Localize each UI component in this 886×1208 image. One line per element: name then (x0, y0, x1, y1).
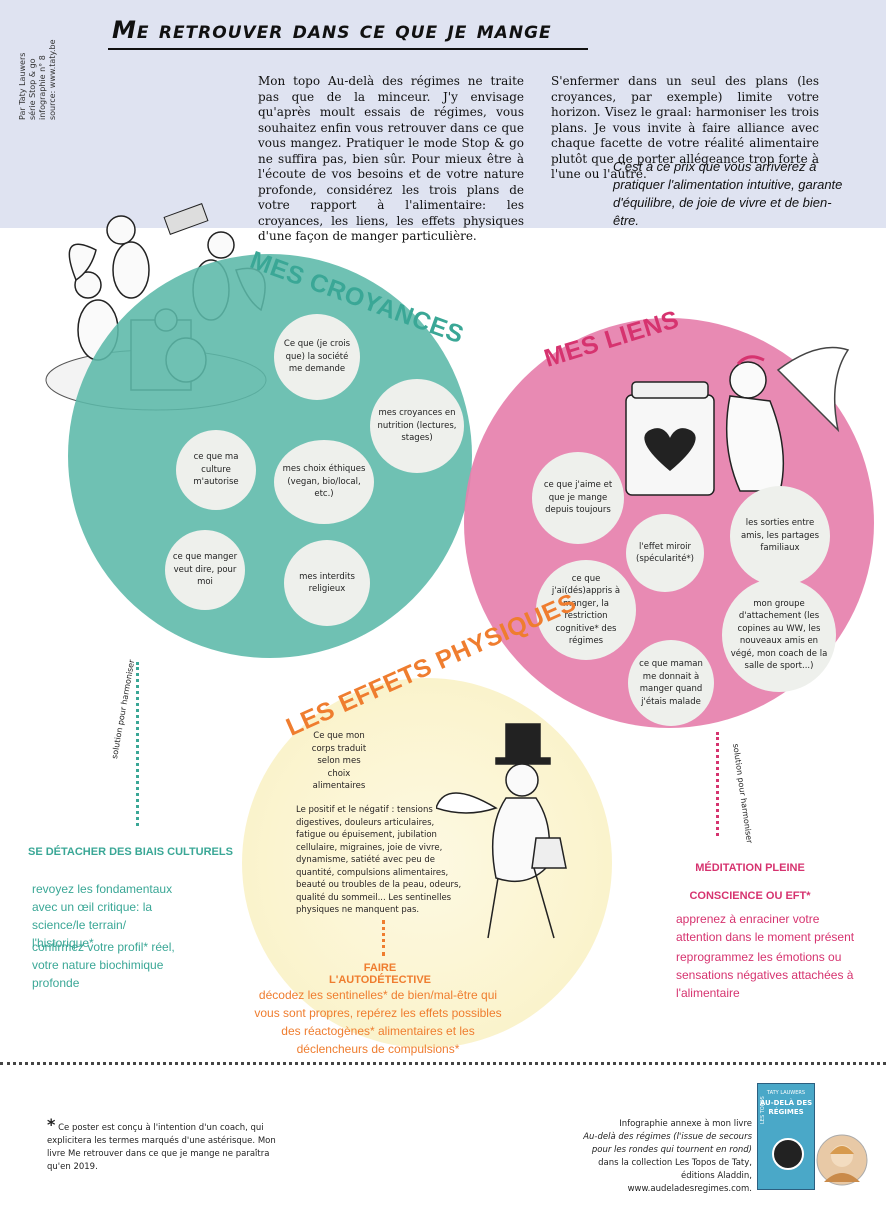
croyances-solution-label: solution pour harmoniser (110, 658, 137, 760)
book-cover: TATY LAUWERS AU-DELÀ DES RÉGIMES LES TOP… (757, 1083, 815, 1190)
book-title: AU-DELÀ DES RÉGIMES (759, 1099, 813, 1116)
book-series: LES TOPOS (760, 1096, 766, 1124)
footer-book-info: Infographie annexe à mon livre Au-delà d… (568, 1118, 752, 1196)
liens-section-title: MÉDITATION PLEINE (695, 862, 805, 874)
effets-body: Le positif et le négatif : tensions dige… (296, 805, 462, 915)
credit-series: série Stop & go (28, 58, 37, 120)
effets-connector (382, 920, 385, 956)
footer-book-line: Infographie annexe à mon livre (619, 1119, 752, 1129)
croyances-item: revoyez les fondamentaux avec un œil cri… (32, 882, 173, 950)
croyances-bubble: ce que ma culture m'autorise (176, 430, 256, 510)
footer-note: * Ce poster est conçu à l'intention d'un… (47, 1115, 277, 1174)
effets-intro: Ce que mon corps traduit selon mes choix… (311, 731, 367, 791)
footer-divider (0, 1062, 886, 1065)
liens-item: reprogrammez les émotions ou sensations … (676, 950, 854, 1000)
footer-note-text: Ce poster est conçu à l'intention d'un c… (47, 1123, 276, 1172)
intro-left: Mon topo Au-delà des régimes ne traite p… (258, 74, 524, 243)
effets-section-title: FAIRE L'AUTODÉTECTIVE (328, 962, 432, 986)
liens-bubble: mon groupe d'attachement (les copines au… (722, 578, 836, 692)
croyances-bubble: ce que manger veut dire, pour moi (165, 530, 245, 610)
credit-source: source: www.taty.be (48, 39, 57, 120)
liens-bubble: ce que j'aime et que je mange depuis tou… (532, 452, 624, 544)
footer-asterisk: * (47, 1115, 56, 1134)
liens-item: apprenez à enraciner votre attention dan… (676, 912, 855, 944)
author-avatar (816, 1134, 868, 1186)
credit-author: Par Taty Lauwers (18, 52, 27, 120)
croyances-bubble: mes interdits religieux (284, 540, 370, 626)
liens-bubble: ce que j'ai(dés)appris à manger, la rest… (536, 560, 636, 660)
footer-book-line: Au-delà des régimes (l'issue de secours … (583, 1132, 752, 1155)
croyances-bubble: mes croyances en nutrition (lectures, st… (370, 379, 464, 473)
credit-number: infographie n° 8 (38, 55, 47, 120)
footer-book-line: dans la collection Les Topos de Taty, éd… (598, 1158, 752, 1194)
croyances-bubble: mes choix éthiques (vegan, bio/local, et… (274, 440, 374, 524)
title-underline (108, 48, 588, 50)
tophat-cupid-illustration (436, 723, 567, 939)
effets-section-text: décodez les sentinelles* de bien/mal-êtr… (254, 988, 502, 1056)
intro-right: S'enfermer dans un seul des plans (les c… (551, 74, 819, 181)
page-title: Me retrouver dans ce que je mange (112, 16, 552, 44)
book-yinyang-icon (772, 1138, 804, 1170)
header-band (0, 0, 886, 228)
croyances-connector (136, 662, 139, 826)
credits: Par Taty Lauwers série Stop & go infogra… (18, 20, 58, 120)
croyances-bubble: Ce que (je crois que) la société me dema… (274, 314, 360, 400)
croyances-item: confirmez votre profil* réel, votre natu… (32, 940, 175, 990)
book-author: TATY LAUWERS (766, 1090, 806, 1096)
liens-bubble: les sorties entre amis, les partages fam… (730, 486, 830, 586)
croyances-section-title: SE DÉTACHER DES BIAIS CULTURELS (28, 846, 233, 858)
liens-bubble: ce que maman me donnait à manger quand j… (628, 640, 714, 726)
liens-bubble: l'effet miroir (spécularité*) (626, 514, 704, 592)
liens-solution-label: solution pour harmoniser (731, 743, 754, 844)
liens-section-title: CONSCIENCE OU EFT* (689, 890, 811, 902)
intro-emphasis: C'est à ce prix que vous arriverez à pra… (613, 159, 843, 228)
liens-connector (716, 732, 719, 836)
jar-cupid-illustration (625, 346, 850, 496)
